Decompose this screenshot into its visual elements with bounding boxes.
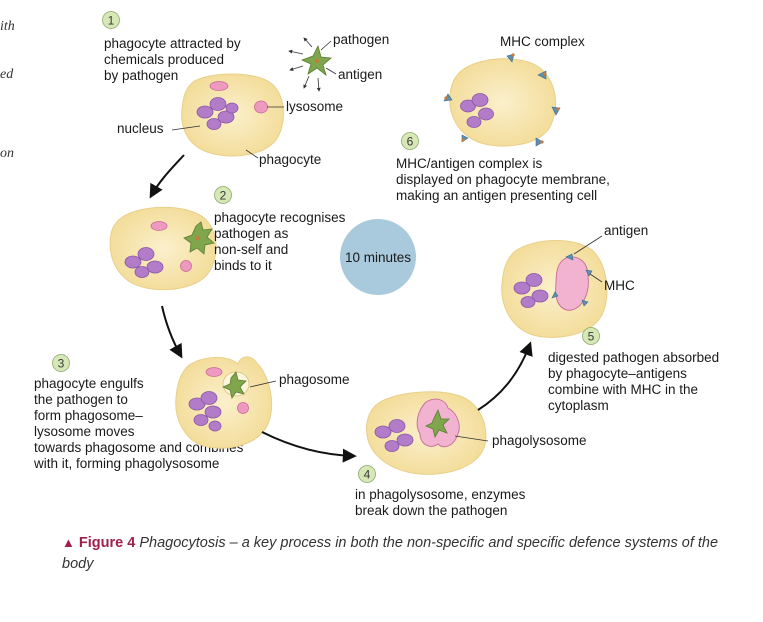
step-2-description: phagocyte recognises pathogen as non-sel… — [214, 210, 349, 273]
pathogen-label: pathogen — [333, 32, 389, 47]
antigen-5-leader — [573, 235, 603, 255]
antigen-marker-1 — [315, 59, 319, 63]
antigen-markers-6 — [444, 53, 560, 144]
phagolysosome-label: phagolysosome — [492, 433, 587, 448]
arrow-2-to-3 — [161, 305, 183, 359]
timer-badge: 10 minutes — [340, 219, 416, 295]
step-2-number: 2 — [220, 189, 227, 203]
step-4-description: in phagolysosome, enzymes break down the… — [355, 487, 529, 518]
step-6-number: 6 — [407, 135, 414, 149]
figure-number: Figure 4 — [78, 535, 136, 551]
arrow-1-to-2 — [149, 154, 185, 199]
step-5-number: 5 — [588, 330, 595, 344]
lysosome-1a — [209, 81, 229, 91]
lysosome-label: lysosome — [286, 99, 343, 114]
timer-circle — [340, 219, 416, 295]
nucleus-6 — [460, 93, 494, 128]
step-1-leaders — [171, 40, 337, 159]
step-1-number-circle — [102, 11, 120, 29]
lysosome-3b — [237, 402, 249, 414]
nucleus-3 — [188, 391, 222, 432]
step-5-number-circle — [582, 327, 600, 345]
step-3-number-circle — [52, 354, 70, 372]
lysosome-2a — [150, 221, 168, 231]
lysosome-2b — [180, 260, 192, 272]
phagosome-leader — [249, 380, 277, 388]
edge-text-3: ed — [0, 67, 14, 82]
antigen-label-1: antigen — [338, 67, 382, 82]
nucleus-4 — [374, 419, 414, 452]
nucleus-2 — [124, 247, 164, 278]
pathogen-4 — [425, 408, 450, 439]
step-2-number-circle — [214, 186, 232, 204]
arrow-4-to-5 — [477, 341, 533, 411]
step-6-description: MHC/antigen complex is displayed on phag… — [396, 156, 614, 203]
mhc-leader — [589, 273, 603, 283]
step-1-number: 1 — [108, 14, 115, 28]
nucleus-5 — [513, 273, 549, 308]
step-4-number-circle — [358, 465, 376, 483]
step-6: MHC complex 6 MHC/antigen complex is dis… — [396, 34, 614, 203]
step-2: 2 phagocyte recognises pathogen as non-s… — [109, 186, 349, 291]
step-5-description: digested pathogen absorbed by phagocyte–… — [548, 350, 723, 413]
step-3: 3 phagocyte engulfs the pathogen to form… — [33, 354, 350, 471]
step-4: phagolysosome 4 in phagolysosome, enzyme… — [355, 391, 587, 518]
mhc-markers-5 — [551, 253, 593, 307]
timer-label: 10 minutes — [345, 250, 411, 265]
step-1-description: phagocyte attracted by chemicals produce… — [104, 36, 244, 83]
edge-text: ith ed on — [0, 19, 15, 161]
phagolysosome-leader — [454, 435, 489, 442]
step-1: 1 phagocyte attracted by chemicals produ… — [102, 11, 389, 167]
caption-triangle-icon: ▲ — [62, 535, 75, 550]
step-3-number: 3 — [58, 357, 65, 371]
antigen-marker-2 — [196, 236, 200, 240]
lysosome-3a — [205, 367, 223, 377]
step-4-number: 4 — [364, 468, 371, 482]
arrow-3-to-4 — [261, 431, 357, 463]
lysosome-1b — [254, 100, 268, 114]
nucleus-label: nucleus — [117, 121, 164, 136]
mhc-complex-label: MHC complex — [500, 34, 585, 49]
step-6-number-circle — [401, 132, 419, 150]
caption-text: Phagocytosis – a key process in both the… — [62, 535, 719, 572]
edge-text-4: on — [0, 146, 14, 161]
figure-caption: ▲ Figure 4 Phagocytosis – a key process … — [62, 532, 722, 575]
mhc-label: MHC — [604, 278, 635, 293]
nucleus-1 — [196, 97, 239, 130]
antigen-label-5: antigen — [604, 223, 648, 238]
phagocyte-label: phagocyte — [259, 152, 321, 167]
vesicle-5 — [555, 256, 589, 311]
edge-text-1: ith — [0, 19, 15, 34]
step-3-description: phagocyte engulfs the pathogen to form p… — [33, 376, 247, 471]
phagosome-label: phagosome — [279, 372, 350, 387]
step-5: antigen MHC 5 digested pathogen absorbed… — [501, 223, 723, 413]
pathogen-3 — [221, 371, 247, 399]
